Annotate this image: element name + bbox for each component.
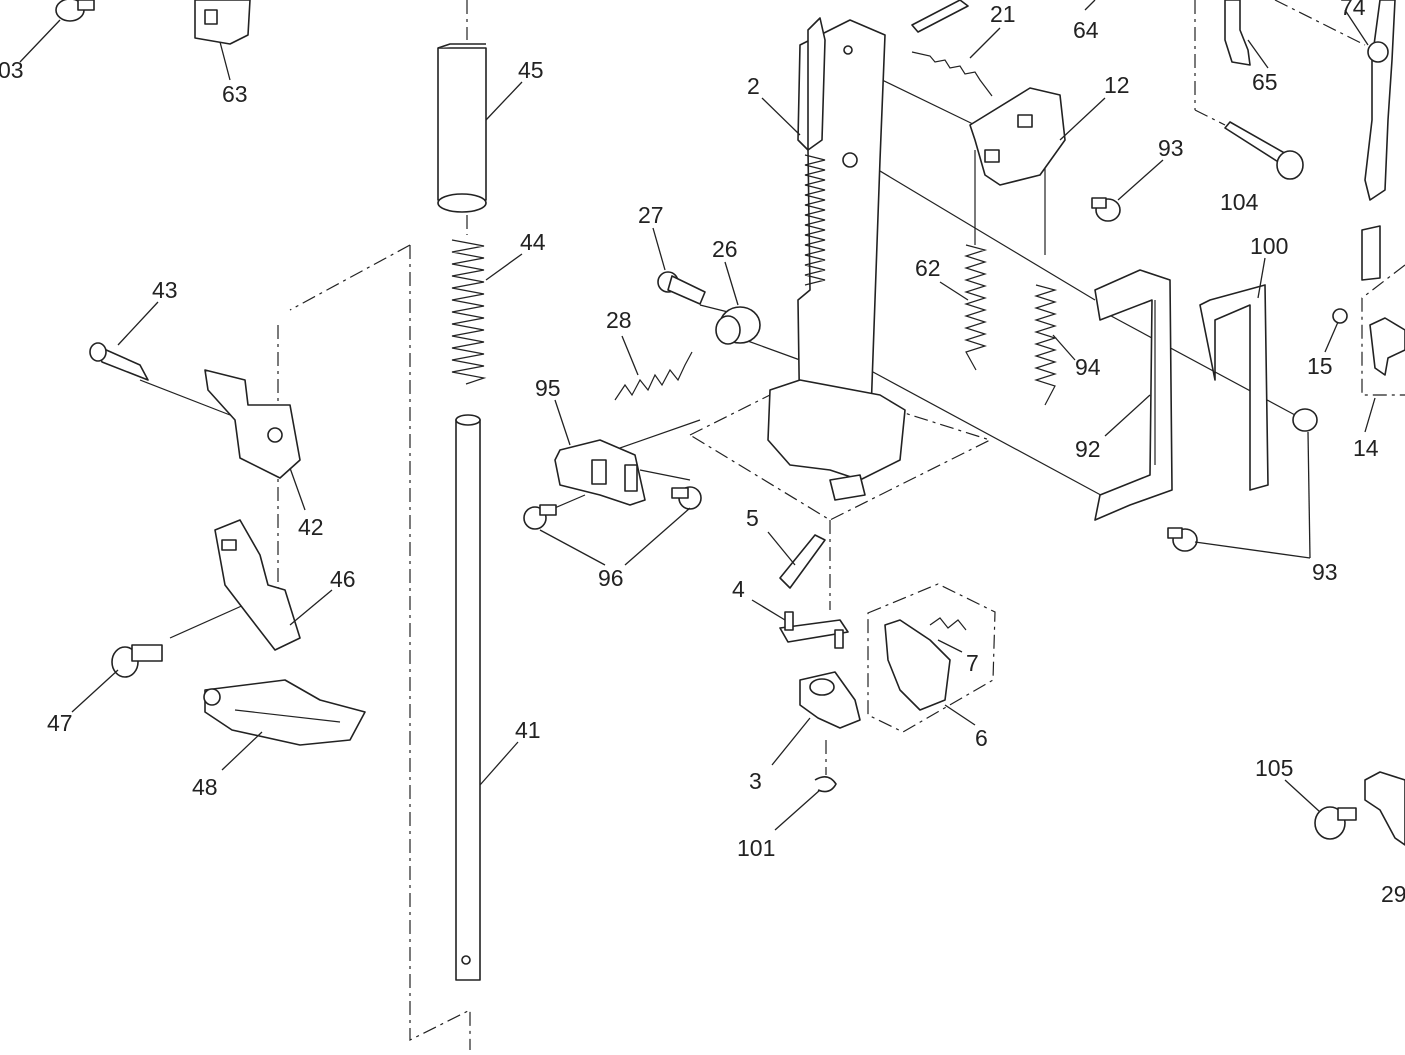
callout-93-top: 93 (1158, 135, 1184, 161)
part-bracket-42 (204, 369, 301, 479)
callout-7: 7 (966, 650, 979, 676)
part-screw-105 (1314, 806, 1357, 840)
part-bracket-29 (1364, 771, 1405, 846)
part-block-right (1361, 225, 1381, 281)
part-screw-96-left (523, 504, 557, 530)
callout-63: 63 (222, 81, 248, 107)
callout-12: 12 (1104, 72, 1130, 98)
callout-28: 28 (606, 307, 632, 333)
callout-101: 101 (737, 835, 775, 861)
part-spring-94 (1034, 284, 1058, 406)
callout-45: 45 (518, 57, 544, 83)
part-link-5 (779, 534, 826, 589)
callout-93-bottom: 93 (1312, 559, 1338, 585)
callout-47: 47 (47, 710, 73, 736)
callout-2: 2 (747, 73, 760, 99)
part-lever-65 (1224, 0, 1251, 66)
callout-103: 03 (0, 57, 24, 83)
callout-105: 105 (1255, 755, 1293, 781)
part-sleeve-45 (437, 43, 487, 213)
part-pin-104 (1224, 121, 1304, 180)
callout-94: 94 (1075, 354, 1101, 380)
callout-42: 42 (298, 514, 324, 540)
callout-14: 14 (1353, 435, 1379, 461)
part-screw-93-right (1292, 408, 1318, 432)
part-cam-14 (1369, 317, 1405, 376)
callout-3: 3 (749, 768, 762, 794)
part-screw-27 (657, 271, 706, 305)
part-plate-12 (969, 87, 1066, 186)
part-pin-43 (89, 342, 149, 381)
part-screw-15 (1332, 308, 1348, 324)
callout-96: 96 (598, 565, 624, 591)
callout-74: 74 (1340, 0, 1366, 20)
part-plate-100 (1199, 284, 1269, 491)
callout-95: 95 (535, 375, 561, 401)
part-spring-21 (911, 51, 993, 97)
assembly-outlines (277, 0, 1405, 1050)
part-spring-44 (451, 239, 487, 385)
part-presser-foot-48 (203, 679, 366, 746)
part-holder-46 (214, 519, 301, 651)
callout-92: 92 (1075, 436, 1101, 462)
part-spring-62 (964, 244, 988, 371)
callout-46: 46 (330, 566, 356, 592)
part-frame-2 (767, 17, 906, 501)
callout-43: 43 (152, 277, 178, 303)
part-bracket-92 (1094, 269, 1173, 521)
part-assembly-7 (884, 617, 967, 711)
part-screw-93-bottom (1167, 527, 1198, 552)
callout-5: 5 (746, 505, 759, 531)
part-screw-47 (111, 644, 163, 678)
part-roller-26 (715, 306, 761, 345)
part-bracket-63 (194, 0, 251, 45)
leader-lines (19, 0, 1376, 831)
alignment-lines (139, 61, 1296, 639)
part-clamp-3 (799, 671, 861, 729)
callout-100: 100 (1250, 233, 1288, 259)
callout-65: 65 (1252, 69, 1278, 95)
callout-6: 6 (975, 725, 988, 751)
callout-29: 29 (1381, 881, 1405, 907)
callout-104: 104 (1220, 189, 1259, 215)
part-screw-103 (55, 0, 95, 22)
part-screw-93-top (1091, 197, 1121, 222)
part-lever-74 (1364, 0, 1396, 201)
part-screw-96-right (671, 486, 702, 510)
part-presser-bar-41 (455, 414, 481, 981)
callout-26: 26 (712, 236, 738, 262)
callout-15: 15 (1307, 353, 1333, 379)
callout-62: 62 (915, 255, 941, 281)
part-rod-21 (911, 0, 969, 33)
callout-21: 21 (990, 1, 1016, 27)
callout-44: 44 (520, 229, 546, 255)
callout-64: 64 (1073, 17, 1099, 43)
part-ring-101 (814, 776, 837, 793)
callout-41: 41 (515, 717, 541, 743)
part-bracket-95 (554, 439, 646, 506)
part-lever-4 (779, 611, 849, 649)
callout-27: 27 (638, 202, 664, 228)
part-spring-28 (614, 351, 693, 401)
callout-4: 4 (732, 576, 745, 602)
callout-48: 48 (192, 774, 218, 800)
callout-labels: 03 63 45 44 43 42 46 47 48 41 21 64 74 6… (0, 0, 1405, 907)
